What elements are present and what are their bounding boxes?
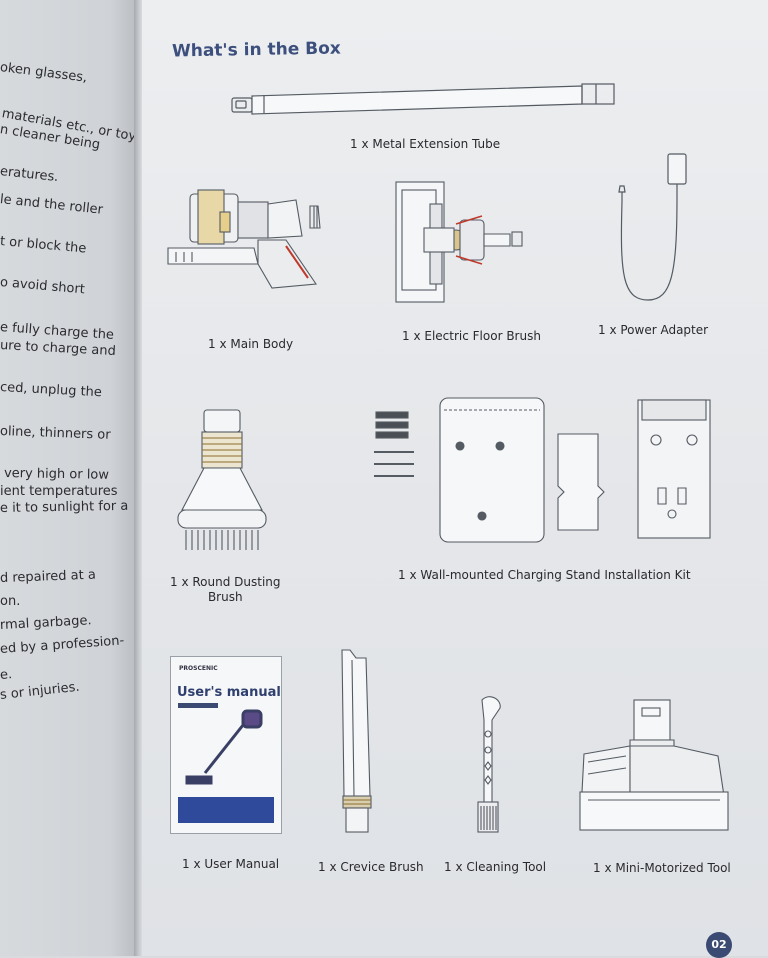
text-fragment: ed by a profession-: [0, 633, 125, 657]
text-fragment: s or injuries.: [0, 679, 81, 703]
manual-tag: [178, 703, 218, 708]
user-manual-caption: 1 x User Manual: [182, 857, 280, 871]
mini-tool-illustration: [578, 696, 730, 834]
text-fragment: o avoid short: [0, 275, 86, 298]
cleaning-tool-illustration: [472, 694, 504, 834]
wall-kit-illustration: [372, 396, 720, 546]
text-fragment: eratures.: [0, 164, 60, 186]
left-page: oken glasses, materials etc., or toy n c…: [0, 0, 138, 956]
text-fragment: e it to sunlight for a: [0, 498, 129, 516]
dusting-brush-caption-text: 1 x Round Dusting Brush: [170, 575, 281, 604]
page-title: What's in the Box: [171, 38, 341, 62]
text-fragment: oken glasses,: [0, 60, 88, 86]
extension-tube-caption: 1 x Metal Extension Tube: [350, 137, 501, 151]
manual-title: User's manual: [177, 685, 281, 700]
floor-brush-caption: 1 x Electric Floor Brush: [402, 329, 541, 343]
text-fragment: e.: [0, 667, 13, 683]
vacuum-icon: [185, 709, 263, 785]
manual-footer-bar: [178, 797, 274, 823]
text-fragment: le and the roller: [0, 192, 104, 218]
text-fragment: rmal garbage.: [0, 613, 92, 633]
main-body-caption: 1 x Main Body: [208, 337, 294, 351]
main-body-illustration: [167, 184, 333, 296]
page-number-badge: 02: [706, 932, 732, 958]
text-fragment: ced, unplug the: [0, 380, 103, 401]
text-fragment: d repaired at a: [0, 567, 97, 586]
text-fragment: oline, thinners or: [0, 424, 111, 443]
cleaning-tool-caption: 1 x Cleaning Tool: [444, 860, 547, 874]
crevice-brush-caption: 1 x Crevice Brush: [318, 860, 424, 874]
wall-kit-caption: 1 x Wall-mounted Charging Stand Installa…: [398, 568, 691, 582]
extension-tube-illustration: [230, 80, 622, 116]
crevice-brush-illustration: [338, 648, 376, 836]
user-manual-illustration: PROSCENIC User's manual: [170, 656, 282, 834]
power-adapter-illustration: [612, 152, 694, 302]
dusting-brush-caption: 1 x Round Dusting Brush: [170, 575, 281, 605]
manual-brand: PROSCENIC: [179, 665, 218, 672]
text-fragment: ient temperatures: [0, 484, 118, 499]
text-fragment: on.: [0, 594, 21, 609]
text-fragment: very high or low: [3, 466, 110, 483]
page-gutter: [134, 0, 144, 956]
power-adapter-caption: 1 x Power Adapter: [598, 323, 709, 337]
floor-brush-illustration: [394, 180, 534, 304]
text-fragment: t or block the: [0, 234, 87, 257]
dusting-brush-illustration: [176, 408, 268, 552]
mini-tool-caption: 1 x Mini-Motorized Tool: [593, 861, 731, 875]
